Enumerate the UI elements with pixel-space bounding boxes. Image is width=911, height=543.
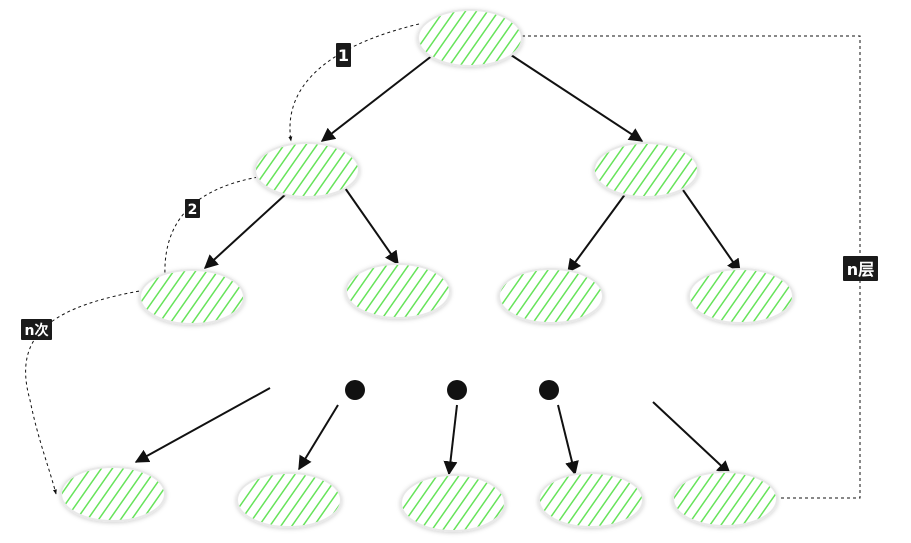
- label-step-two: 2: [185, 199, 200, 218]
- node-level3-2: [345, 263, 451, 319]
- label-levels-text: n层: [847, 260, 874, 279]
- edge-gap-leaf-5: [652, 401, 732, 475]
- node-level3-3: [498, 268, 604, 324]
- node-leaf-2: [236, 472, 342, 528]
- label-step-n: n次: [21, 319, 52, 340]
- edge-root-left: [320, 54, 434, 142]
- label-step-two-text: 2: [188, 202, 198, 218]
- node-leaf-4: [538, 472, 644, 528]
- traversal-path-2: [164, 171, 294, 297]
- label-step-one: 1: [336, 43, 351, 67]
- ellipsis-dot-1: [345, 380, 365, 400]
- node-leaf-1: [60, 466, 166, 522]
- tree-nodes: [60, 9, 794, 532]
- edge-l2b-l3d: [682, 189, 741, 274]
- edge-dot1-leaf-2: [298, 404, 339, 471]
- traversal-paths: [25, 23, 420, 495]
- levels-bracket: [522, 35, 861, 499]
- node-root: [417, 9, 523, 67]
- edge-l2b-l3c: [567, 192, 627, 274]
- label-levels: n层: [843, 256, 878, 281]
- node-leaf-5: [672, 471, 778, 527]
- node-level2-left: [254, 142, 360, 198]
- edge-root-right: [510, 54, 644, 142]
- node-leaf-3: [400, 474, 506, 532]
- traversal-path-1: [288, 23, 420, 142]
- label-step-n-text: n次: [25, 322, 49, 339]
- tree-edges: [134, 54, 741, 476]
- edge-l2a-l3a: [203, 192, 288, 269]
- edge-l2a-l3b: [344, 187, 399, 266]
- ellipsis-dot-2: [447, 380, 467, 400]
- traversal-path-n: [25, 289, 146, 495]
- edge-gap-leaf-1: [134, 387, 271, 463]
- node-level3-1: [139, 269, 245, 325]
- edge-dot3-leaf-4: [557, 404, 579, 476]
- ellipsis-dots: [345, 380, 559, 400]
- node-level3-4: [688, 268, 794, 324]
- label-step-one-text: 1: [338, 46, 349, 65]
- node-level2-right: [593, 142, 699, 198]
- ellipsis-dot-3: [539, 380, 559, 400]
- edge-dot2-leaf-3: [443, 404, 458, 476]
